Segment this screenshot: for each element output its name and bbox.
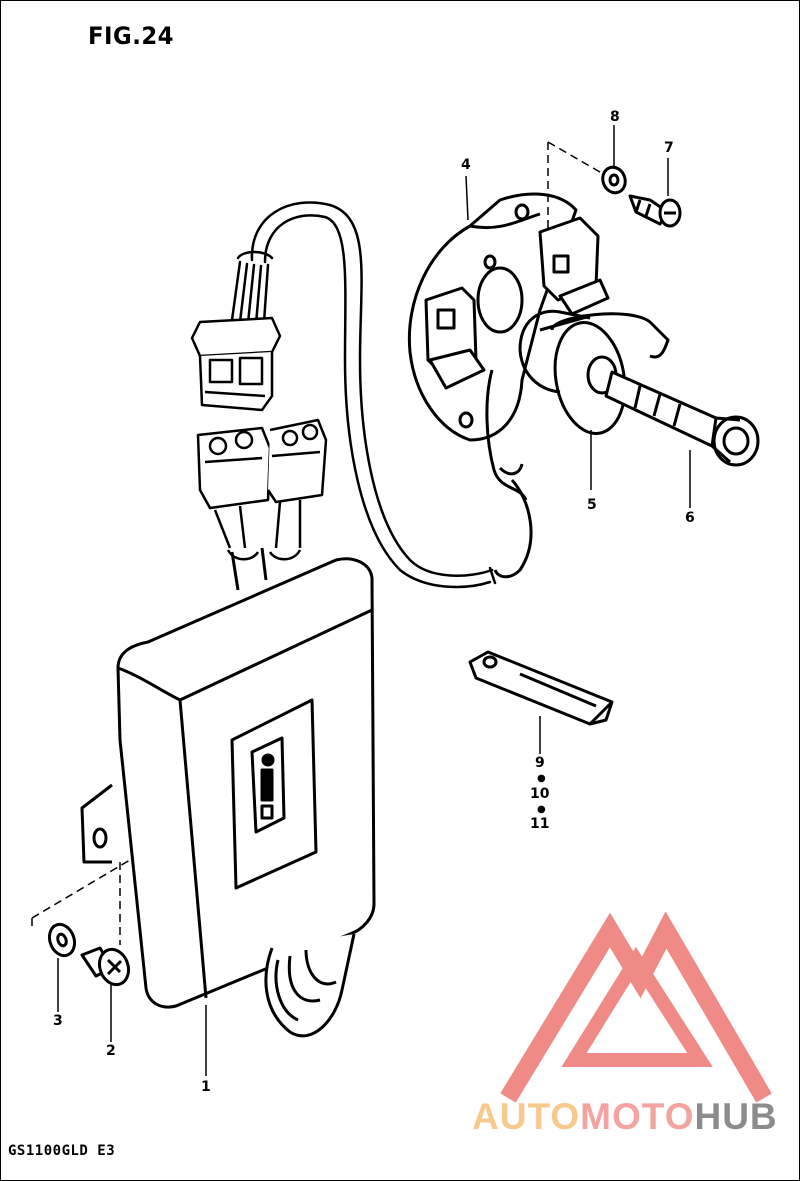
harness-connectors-lower (196, 418, 328, 561)
leader-lines (57, 125, 691, 1076)
callout-9: 9 (535, 755, 545, 771)
harness-connector-upper (190, 316, 282, 412)
callout-6: 6 (685, 510, 695, 526)
callout-5: 5 (587, 497, 597, 513)
callout-dot-1: ● (537, 773, 546, 784)
callout-3: 3 (53, 1013, 63, 1029)
washer-part-3 (47, 922, 77, 958)
callout-dot-2: ● (537, 804, 546, 815)
watermark-auto: AUTO (472, 1096, 581, 1137)
callout-1: 1 (201, 1079, 211, 1095)
wiring-harness (230, 201, 497, 589)
callout-4: 4 (461, 157, 471, 173)
watermark-logo-mark (500, 911, 772, 1103)
ignitor-unit (80, 547, 376, 1038)
figure-title: FIG.24 (88, 22, 175, 50)
callout-10: 10 (530, 786, 550, 802)
callout-8: 8 (610, 109, 620, 125)
rotor-bolt (604, 370, 760, 467)
screw-part-2 (80, 946, 131, 987)
signal-rotor (518, 309, 670, 435)
watermark-text: AUTOMOTOHUB (472, 1096, 778, 1138)
pickup-coil-plate (407, 192, 610, 579)
watermark-hub: HUB (694, 1096, 778, 1137)
screw-part-7 (628, 194, 682, 228)
callout-7: 7 (664, 140, 674, 156)
wire-clamp-bracket (468, 650, 614, 726)
model-code: GS1100GLD E3 (8, 1143, 116, 1159)
washer-part-8 (601, 165, 627, 195)
alignment-guide-left (31, 859, 131, 945)
callout-2: 2 (106, 1043, 116, 1059)
callout-11: 11 (530, 816, 550, 832)
alignment-guide-right (547, 141, 601, 230)
watermark-moto: MOTO (580, 1096, 695, 1137)
